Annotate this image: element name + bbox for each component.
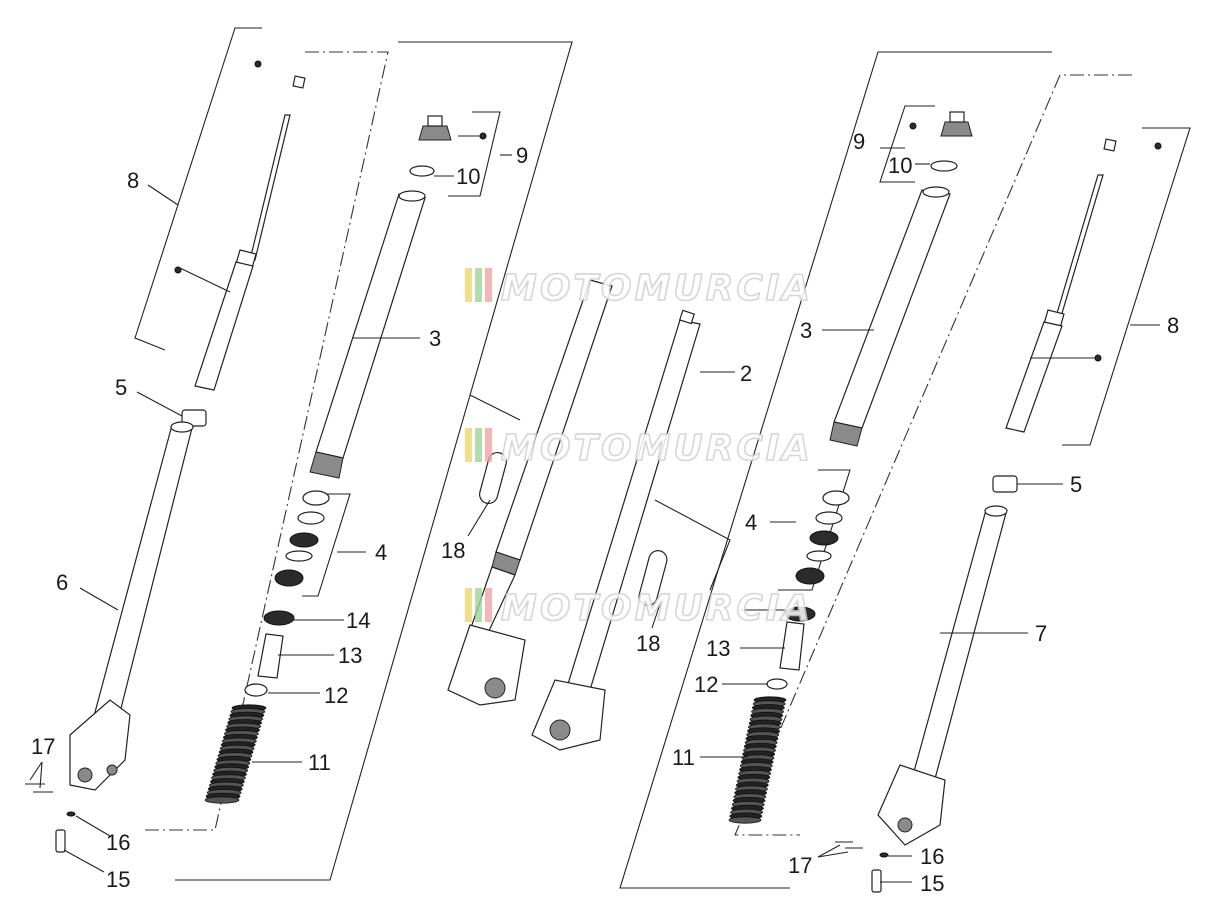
right-spacer <box>779 621 805 671</box>
callout-5-right: 5 <box>1070 472 1082 497</box>
callout-10-right: 10 <box>888 153 912 178</box>
callout-16-left: 16 <box>106 830 130 855</box>
callout-15-right: 15 <box>920 871 944 896</box>
right-o-ring <box>930 160 958 172</box>
left-assembly <box>25 60 487 853</box>
callout-13-right: 13 <box>706 636 730 661</box>
callout-4-right: 4 <box>745 510 757 535</box>
left-washer <box>244 683 268 697</box>
callout-11-right: 11 <box>672 745 695 770</box>
right-top-cap <box>909 111 973 137</box>
right-assembly <box>728 111 1162 893</box>
right-lower-leg <box>877 505 1008 846</box>
callout-4-left: 4 <box>375 540 387 565</box>
right-seal-stack <box>795 490 850 585</box>
left-guide-ring <box>263 610 295 626</box>
right-washer <box>766 678 788 690</box>
svg-text:MOTOMURCIA: MOTOMURCIA <box>501 428 813 469</box>
callout-5-left: 5 <box>115 375 127 400</box>
right-drain-screw <box>871 869 882 893</box>
assembly-frames <box>134 27 1191 889</box>
watermarks: MOTOMURCIA MOTOMURCIA MOTOMURCIA <box>465 267 813 630</box>
callout-17-right: 17 <box>788 853 812 878</box>
callout-9-left: 9 <box>516 143 528 168</box>
watermark-1: MOTOMURCIA <box>465 267 813 310</box>
left-axle-bolts <box>25 783 53 793</box>
watermark-3: MOTOMURCIA <box>465 587 813 630</box>
callout-labels: 8 5 6 3 9 10 4 14 13 12 11 17 16 15 2 18… <box>31 129 1179 896</box>
callout-3-right: 3 <box>800 318 812 343</box>
left-seal-stack <box>274 490 330 587</box>
right-stanchion <box>829 186 951 447</box>
callout-18-center-left: 18 <box>441 538 465 563</box>
callout-12-left: 12 <box>324 683 348 708</box>
right-seal-clip <box>879 852 889 858</box>
left-cartridge-rod <box>174 60 306 391</box>
left-top-cap <box>418 115 487 141</box>
callout-6: 6 <box>56 570 68 595</box>
callout-13-left: 13 <box>338 643 362 668</box>
right-guide-ring <box>784 606 816 622</box>
left-o-ring <box>409 165 435 177</box>
left-bushing <box>181 409 207 427</box>
callout-11-left: 11 <box>308 750 331 775</box>
left-seal-clip <box>66 811 76 817</box>
callout-12-right: 12 <box>694 672 718 697</box>
leader-lines <box>29 135 1160 883</box>
right-cartridge-rod <box>1005 138 1162 433</box>
svg-text:MOTOMURCIA: MOTOMURCIA <box>501 268 813 309</box>
left-spring <box>204 704 267 804</box>
left-lower-leg <box>69 421 194 791</box>
left-drain-screw <box>55 829 66 853</box>
callout-14: 14 <box>346 608 370 633</box>
svg-text:MOTOMURCIA: MOTOMURCIA <box>501 588 813 629</box>
callout-8-left: 8 <box>127 168 139 193</box>
right-spring <box>728 696 787 824</box>
callout-16-right: 16 <box>920 844 944 869</box>
callout-3-left: 3 <box>429 326 441 351</box>
callout-7: 7 <box>1035 621 1047 646</box>
callout-10-left: 10 <box>456 164 480 189</box>
watermark-2: MOTOMURCIA <box>465 427 813 470</box>
right-axle-bolts <box>835 841 863 849</box>
center-assembly <box>447 279 701 751</box>
left-stanchion <box>309 190 426 479</box>
callout-18-center-right: 18 <box>636 631 660 656</box>
callout-9-right: 9 <box>853 129 865 154</box>
callout-8-right: 8 <box>1167 313 1179 338</box>
right-bushing <box>992 475 1018 493</box>
callout-15-left: 15 <box>106 867 130 892</box>
callout-17-left: 17 <box>31 734 55 759</box>
left-spacer <box>257 633 284 679</box>
callout-2: 2 <box>740 361 752 386</box>
